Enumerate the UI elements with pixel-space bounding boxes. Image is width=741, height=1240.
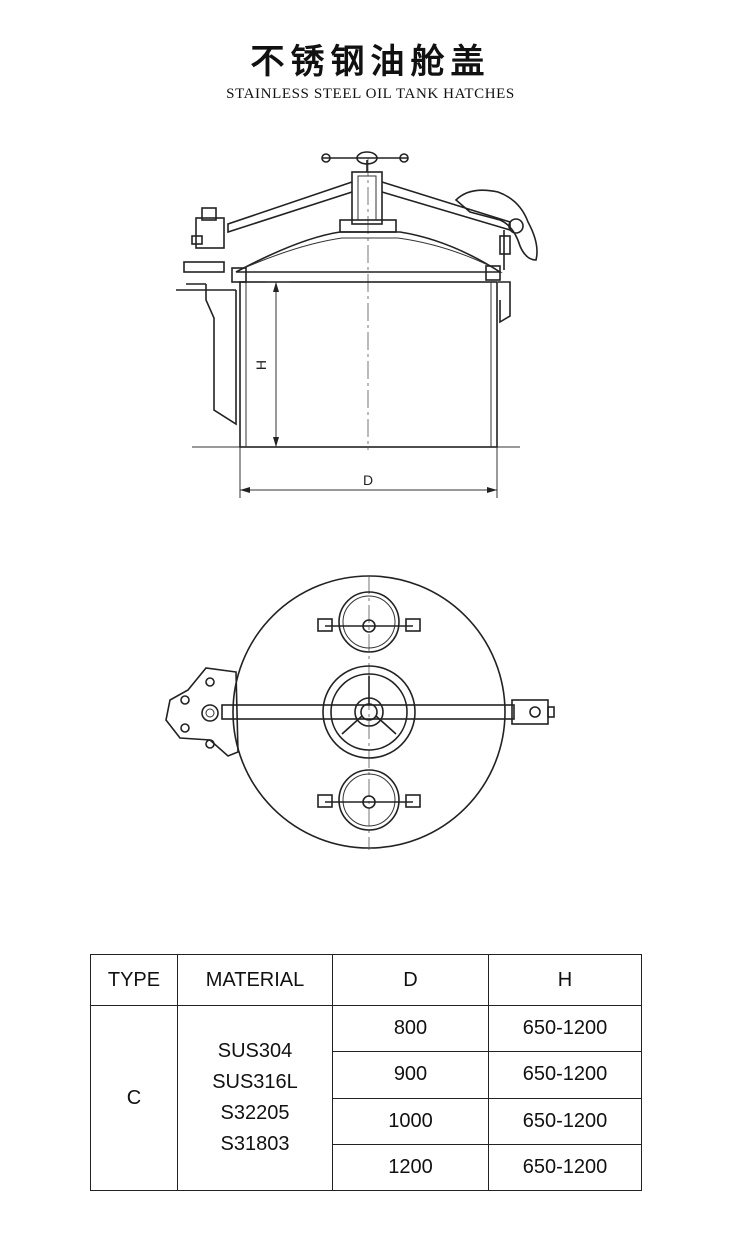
material-item: SUS304 [217, 1040, 293, 1062]
header-h: H [488, 954, 642, 1006]
title-chinese: 不锈钢油舱盖 [250, 42, 491, 82]
header-type: TYPE [90, 954, 178, 1006]
header-d: D [332, 954, 489, 1006]
table-row: 1200 650-1200 [91, 1143, 642, 1192]
d-cell: 1000 [332, 1097, 489, 1145]
gasket-right [485, 265, 501, 281]
h-cell: 650-1200 [488, 1143, 642, 1192]
gasket-left [231, 267, 247, 283]
dim-height-label: H [253, 360, 269, 370]
left-hinge-block [195, 217, 225, 249]
table-row: C SUS304 SUS316L S32205 S31803 800 650-1… [90, 1004, 642, 1191]
material-cell: SUS304 SUS316L S32205 S31803 [177, 1005, 333, 1191]
title-english: STAINLESS STEEL OIL TANK HATCHES [226, 86, 515, 102]
h-cell: 650-1200 [488, 1097, 642, 1145]
elevation-view-drawing: H D [176, 151, 538, 498]
d-cell: 800 [332, 1004, 489, 1053]
material-item: S31803 [220, 1133, 290, 1155]
plan-view-drawing [165, 575, 555, 850]
material-item: S32205 [220, 1102, 290, 1124]
d-cell: 1200 [332, 1143, 489, 1192]
plan-cross-bar [221, 704, 515, 720]
tank-shell [239, 281, 498, 448]
plan-center-spokes [341, 676, 397, 735]
dim-diameter-label: D [363, 472, 373, 488]
h-cell: 650-1200 [488, 1004, 642, 1053]
left-arm [227, 181, 353, 234]
material-item: SUS316L [212, 1071, 298, 1093]
right-latch-pin [508, 218, 524, 234]
d-cell: 900 [332, 1051, 489, 1099]
domed-lid [235, 231, 503, 273]
header-material: MATERIAL [177, 954, 333, 1006]
type-cell: C [90, 1005, 178, 1191]
right-latch-hook [498, 281, 511, 324]
table-row: 1000 650-1200 [91, 1097, 642, 1145]
spec-table: TYPE MATERIAL D H C SUS304 SUS316L S3220… [90, 954, 642, 1192]
right-latch-handle [454, 189, 538, 261]
center-boss [339, 219, 397, 233]
table-row: 900 650-1200 [91, 1051, 642, 1099]
plan-bottom-hatch [338, 769, 400, 831]
table-header-row: TYPE MATERIAL D H [90, 954, 642, 1006]
plan-top-hatch [338, 591, 400, 653]
plan-hinge-nut [201, 704, 219, 722]
h-cell: 650-1200 [488, 1051, 642, 1099]
plan-center-hatch-outer [322, 665, 416, 759]
plan-left-hinge [165, 667, 239, 757]
left-bracket [205, 284, 237, 426]
